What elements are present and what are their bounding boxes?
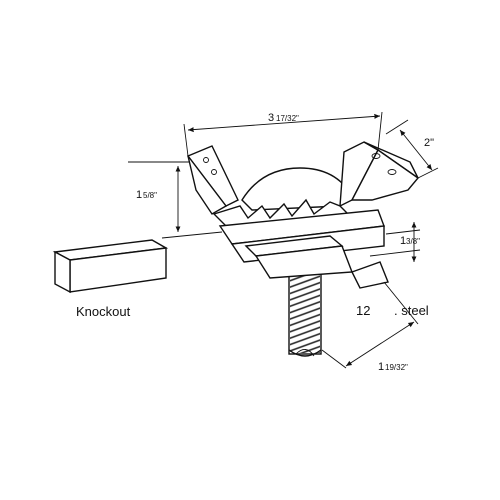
dimension-depth-right: 2" — [385, 119, 439, 179]
dimension-bolt-fraction: 19/32" — [385, 363, 408, 372]
dimension-bolt-length: 1 19/32" — [321, 281, 419, 373]
dimension-height-left: 1 5/8" — [128, 161, 223, 239]
dimension-height-left-whole: 1 — [136, 189, 142, 201]
gauge-number: 12 — [356, 303, 370, 318]
dimension-height-left-fraction: 5/8" — [143, 191, 157, 200]
dimension-width-whole: 3 — [268, 112, 274, 124]
bracket-body — [186, 141, 420, 289]
knockout-block — [52, 239, 169, 294]
dimension-bolt-whole: 1 — [378, 361, 384, 373]
dimension-width-top: 3 17/32" — [183, 111, 383, 157]
dimension-height-right-whole: 1 — [400, 235, 406, 247]
dimension-depth-label: 2" — [424, 137, 434, 149]
dimension-height-right: 1 3/8" — [369, 222, 420, 262]
dimension-height-right-fraction: 3/8" — [406, 237, 420, 246]
gauge-material: . steel — [394, 303, 429, 318]
dimension-width-fraction: 17/32" — [276, 114, 299, 123]
knockout-label: Knockout — [76, 304, 131, 319]
